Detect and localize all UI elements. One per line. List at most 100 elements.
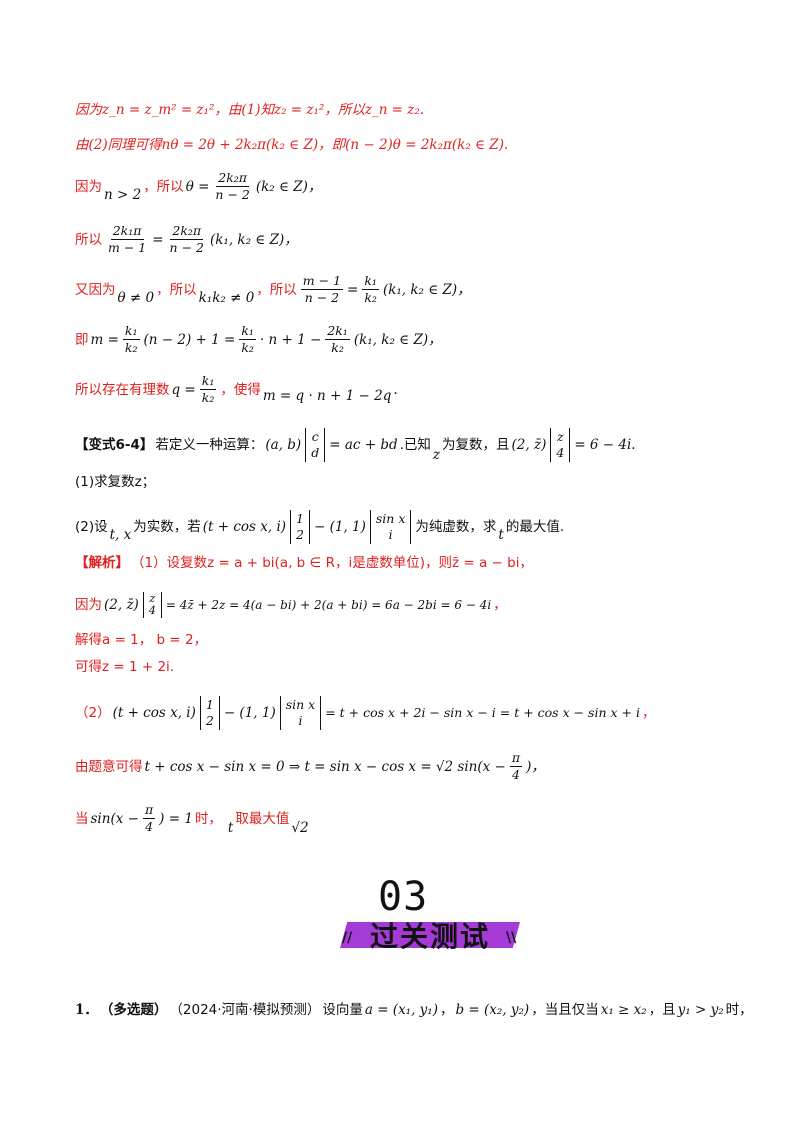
numerator: 2k₁π <box>110 223 144 240</box>
vector-entry: d <box>311 445 320 460</box>
value: √2 <box>291 819 309 836</box>
vector-entry: sin x <box>375 511 406 526</box>
vector-entry: c <box>311 429 319 444</box>
vector-a: a = (x₁, y₁) <box>364 1002 438 1018</box>
denominator: 4 <box>511 767 520 782</box>
text-3: 为纯虚数，求 <box>415 519 497 535</box>
part-1: (n − 2) + 1 = <box>143 331 236 348</box>
prefix: 所以 <box>75 231 102 248</box>
vector-entry: 1 <box>296 511 304 526</box>
condition-2: y₁ > y₂ <box>677 1002 724 1018</box>
rhs: = ac + bd <box>329 437 398 453</box>
numerator: π <box>509 750 523 767</box>
equals: = <box>347 281 359 298</box>
z: z <box>432 447 441 463</box>
mid: ，所以 <box>156 281 197 298</box>
denominator: 4 <box>145 819 154 834</box>
lhs: θ = <box>185 178 210 195</box>
vector-entry: i <box>298 713 303 728</box>
numerator: 2k₁ <box>325 323 350 340</box>
solution-header: 【解析】 （1）设复数z = a + bi(a, b ∈ R，i是虚数单位)，则… <box>75 553 533 573</box>
text-2: .已知 <box>399 437 431 453</box>
condition: n > 2 <box>104 186 142 203</box>
end: )， <box>526 758 545 775</box>
expression: = t + cos x + 2i − sin x − i = t + cos x… <box>325 705 640 720</box>
numerator: π <box>142 802 156 819</box>
vector-entry: 1 <box>205 697 214 712</box>
prefix: 即 <box>75 331 89 348</box>
prefix: 因为 <box>75 178 102 195</box>
numerator: k₁ <box>122 323 140 340</box>
section-number: 03 <box>378 874 429 920</box>
problem-source: （2024·河南·模拟预测） <box>169 1002 321 1018</box>
tail: 取最大值 <box>235 810 290 827</box>
pair-2: (2, z̄) <box>511 437 547 453</box>
text: 由(2)同理可得nθ = 2θ + 2k₂π(k₂ ∈ Z)，即(n − 2)θ… <box>75 137 509 153</box>
denominator: n − 2 <box>304 290 340 305</box>
text-1: 若定义一种运算： <box>155 437 264 453</box>
denominator: n − 2 <box>215 187 250 202</box>
t: t <box>227 819 234 836</box>
tail: (k₂ ∈ Z)， <box>255 178 322 195</box>
prefix: 所以存在有理数 <box>75 381 170 398</box>
vector-entry: 4 <box>148 604 156 617</box>
end: . <box>393 381 398 398</box>
text-2: 为实数，若 <box>133 519 201 535</box>
t: t <box>498 527 504 543</box>
section-badge: 03 // 过关测试 \\ <box>340 874 520 953</box>
pair: (a, b) <box>265 437 302 453</box>
text-1: 设向量 <box>322 1002 363 1018</box>
problem-1: 1． （多选题） （2024·河南·模拟预测） 设向量 a = (x₁, y₁)… <box>75 1000 753 1020</box>
numerator: k₁ <box>239 323 256 340</box>
numerator: k₁ <box>199 373 217 390</box>
text-1: (2)设 <box>75 519 108 535</box>
denominator: n − 2 <box>169 240 204 255</box>
denominator: k₂ <box>241 340 254 355</box>
numerator: m − 1 <box>300 273 344 290</box>
pair: (t + cos x, i) <box>202 519 287 535</box>
tail: (k₁, k₂ ∈ Z)， <box>209 231 298 248</box>
text-2: ，当且仅当 <box>531 1002 599 1018</box>
vector-entry: sin x <box>285 697 316 712</box>
vector-entry: z <box>557 429 564 444</box>
end: ， <box>641 705 656 721</box>
solution-line-16: 由题意可得 t + cos x − sin x = 0 ⇒ t = sin x … <box>75 750 545 783</box>
vector-entry: 4 <box>556 445 565 460</box>
condition-1: θ ≠ 0 <box>117 289 155 306</box>
minus: − (1, 1) <box>313 519 366 535</box>
pair: (t + cos x, i) <box>112 705 196 721</box>
denominator: k₂ <box>364 290 377 305</box>
section-title: 过关测试 <box>369 920 490 953</box>
tail: (k₁, k₂ ∈ Z)， <box>353 331 442 348</box>
prefix: 由题意可得 <box>75 758 143 775</box>
problem-tag: （多选题） <box>99 1002 168 1018</box>
expression-2: ) = 1 <box>159 810 193 827</box>
text: 解得a = 1， b = 2， <box>75 632 208 648</box>
prefix: （2） <box>75 705 111 721</box>
vector-entry: 2 <box>296 527 304 542</box>
text: 因为z_n = z_m² = z₁²，由(1)知z₂ = z₁²，所以z_n =… <box>75 102 425 118</box>
right-slash-mark: \\ <box>506 930 517 946</box>
vars: t, x <box>109 527 132 543</box>
prefix: 当 <box>75 810 89 827</box>
expression: m = q · n + 1 − 2q <box>262 387 392 404</box>
